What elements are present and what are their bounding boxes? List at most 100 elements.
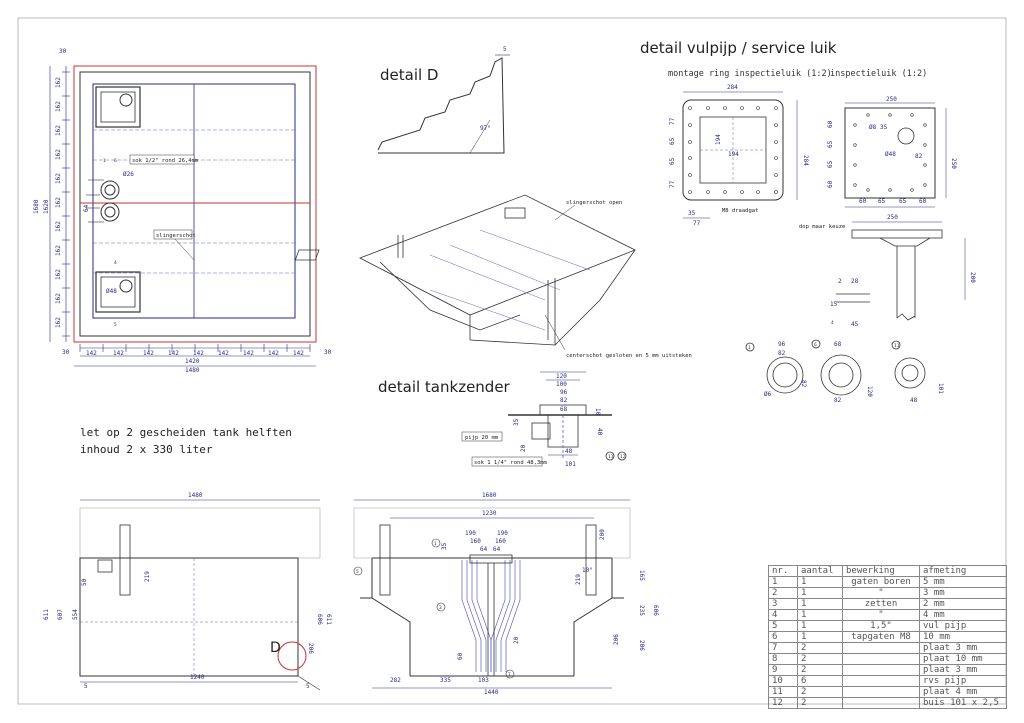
dim-219: 219 xyxy=(575,574,582,585)
dim-82: 82 xyxy=(778,350,786,357)
dim-20: 20 xyxy=(513,636,520,644)
dim-1680: 1680 xyxy=(33,199,40,214)
dim-1230: 1230 xyxy=(482,510,497,517)
balloon-4: 4 xyxy=(831,320,834,326)
dim-250: 250 xyxy=(950,158,957,169)
balloon-3: 3 xyxy=(439,605,442,611)
dim-35: 35 xyxy=(688,210,696,217)
cell-nr: 5 xyxy=(768,620,798,632)
vulpijp-drawing xyxy=(836,221,966,321)
phi-6: Ø6 xyxy=(764,391,772,398)
cell-aantal: 2 xyxy=(797,642,843,654)
balloon-1: 1 xyxy=(103,158,106,164)
dim-48: 48 xyxy=(565,448,573,455)
dim-206: 206 xyxy=(307,643,314,654)
cell-aantal: 1 xyxy=(797,576,843,588)
dim-65: 65 xyxy=(669,157,676,165)
dim-10deg: 10° xyxy=(582,567,593,574)
title-detail-tankzender: detail tankzender xyxy=(378,378,511,396)
isometric-view xyxy=(294,194,636,351)
dim-65: 65 xyxy=(878,198,886,205)
cell-aantal: 2 xyxy=(797,697,843,709)
dim-64: 64 xyxy=(83,204,90,212)
cell-aantal: 1 xyxy=(797,598,843,610)
label-slingerschot: slingerschot xyxy=(156,233,196,239)
dim-30: 30 xyxy=(324,349,332,356)
dim-611: 611 xyxy=(325,614,332,625)
dim-82: 82 xyxy=(560,397,568,404)
dim-200: 200 xyxy=(599,529,606,540)
label-slingerschot-open: slingerschot open xyxy=(566,200,622,206)
dim-65: 65 xyxy=(669,137,676,145)
note-line-1: let op 2 gescheiden tank helften xyxy=(80,426,292,439)
col-aantal: aantal xyxy=(797,565,843,577)
dim-142: 142 xyxy=(268,350,279,357)
cell-afmeting: plaat 4 mm xyxy=(919,686,1007,698)
balloon-6: 6 xyxy=(814,342,817,348)
dim-142: 142 xyxy=(193,350,204,357)
cell-bewerking xyxy=(842,686,920,698)
cell-bewerking xyxy=(842,642,920,654)
dim-142: 142 xyxy=(113,350,124,357)
cell-afmeting: 10 mm xyxy=(919,631,1007,643)
phi-26: Ø26 xyxy=(123,171,134,178)
col-nr: nr. xyxy=(768,565,798,577)
dim-48: 48 xyxy=(910,397,918,404)
cell-bewerking: 1,5" xyxy=(842,620,920,632)
side-view-right xyxy=(353,499,631,689)
side-view-left xyxy=(79,499,321,691)
dim-165: 165 xyxy=(638,570,645,581)
phi-48: Ø48 xyxy=(106,288,117,295)
balloon-11: 11 xyxy=(894,343,900,349)
dim-65: 65 xyxy=(899,198,907,205)
title-montage-ring: montage ring inspectieluik (1:2) xyxy=(668,69,832,79)
cell-nr: 3 xyxy=(768,598,798,610)
dim-82: 82 xyxy=(834,397,842,404)
dim-60: 60 xyxy=(859,198,867,205)
dim-1620: 1620 xyxy=(43,199,50,214)
title-detail-d: detail D xyxy=(380,66,438,84)
top-view: 142 142 142 142 142 142 142 142 142 1420… xyxy=(33,48,332,374)
balloon-6: 6 xyxy=(114,158,117,164)
dim-235: 235 xyxy=(638,605,645,616)
sok-details xyxy=(745,339,926,396)
cell-bewerking xyxy=(842,653,920,665)
title-detail-vulpijp: detail vulpijp / service luik xyxy=(640,39,837,57)
dim-77: 77 xyxy=(669,180,676,188)
cell-bewerking: zetten xyxy=(842,598,920,610)
detail-d-drawing xyxy=(377,54,510,154)
dim-60: 60 xyxy=(827,180,834,188)
dim-162: 162 xyxy=(55,245,62,256)
dim-68: 68 xyxy=(560,406,568,413)
balloon-4: 4 xyxy=(114,260,117,266)
dim-162: 162 xyxy=(55,77,62,88)
dim-162: 162 xyxy=(55,197,62,208)
cell-aantal: 1 xyxy=(797,609,843,621)
dim-96: 96 xyxy=(778,341,786,348)
cell-afmeting: plaat 3 mm xyxy=(919,664,1007,676)
cell-nr: 8 xyxy=(768,653,798,665)
dim-50: 50 xyxy=(81,578,88,586)
dim-60: 60 xyxy=(827,120,834,128)
balloon-7: 7 xyxy=(508,672,511,678)
title-inspectieluik: inspectieluik (1:2) xyxy=(830,69,927,79)
label-centerschot: centerschot gesloten en 5 mm uitsteken xyxy=(566,353,692,359)
sheet-border xyxy=(17,17,1007,705)
dim-282: 282 xyxy=(390,677,401,684)
cell-nr: 1 xyxy=(768,576,798,588)
dim-103: 103 xyxy=(478,677,489,684)
dim-120: 120 xyxy=(866,386,873,397)
balloon-5: 5 xyxy=(114,322,117,328)
dim-65: 65 xyxy=(827,140,834,148)
dim-162: 162 xyxy=(55,125,62,136)
dim-160: 160 xyxy=(470,538,481,545)
dim-30: 30 xyxy=(62,349,70,356)
dim-190: 190 xyxy=(497,530,508,537)
cell-afmeting: rvs pijp xyxy=(919,675,1007,687)
dim-250: 250 xyxy=(886,96,897,103)
